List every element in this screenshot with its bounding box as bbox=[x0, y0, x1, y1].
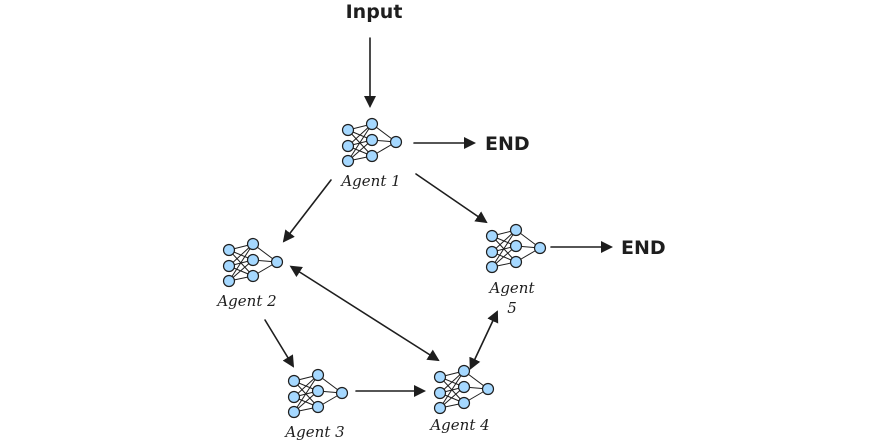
input-label: Input bbox=[346, 1, 403, 23]
agent2-node: Agent 2 bbox=[215, 237, 284, 310]
agent4-node: Agent 4 bbox=[428, 364, 495, 434]
agent5-node: Agent 5 bbox=[485, 223, 547, 317]
neural-network-icon bbox=[433, 364, 495, 415]
neural-network-icon bbox=[287, 368, 349, 419]
agent2-label: Agent 2 bbox=[215, 292, 276, 310]
agent1-label: Agent 1 bbox=[339, 172, 400, 190]
agent5-label-line2: 5 bbox=[507, 299, 517, 317]
agent4-label: Agent 4 bbox=[428, 416, 489, 434]
edge-agent2-agent4-bidirectional bbox=[289, 265, 440, 362]
agent5-label-line1: Agent bbox=[488, 279, 536, 297]
end-label-agent1: END bbox=[485, 133, 530, 155]
neural-network-icon bbox=[485, 223, 547, 274]
edge-agent2-to-agent3 bbox=[264, 319, 295, 368]
agent1-node: Agent 1 bbox=[339, 117, 403, 190]
agent3-label: Agent 3 bbox=[283, 423, 344, 441]
end-label-agent5: END bbox=[621, 237, 666, 259]
edge-agent1-to-agent2 bbox=[282, 179, 332, 243]
edge-agent4-agent5-bidirectional bbox=[469, 310, 499, 371]
agent3-node: Agent 3 bbox=[283, 368, 349, 441]
edge-agent1-to-agent5 bbox=[415, 173, 488, 224]
neural-network-icon bbox=[222, 237, 284, 288]
neural-network-icon bbox=[341, 117, 403, 168]
